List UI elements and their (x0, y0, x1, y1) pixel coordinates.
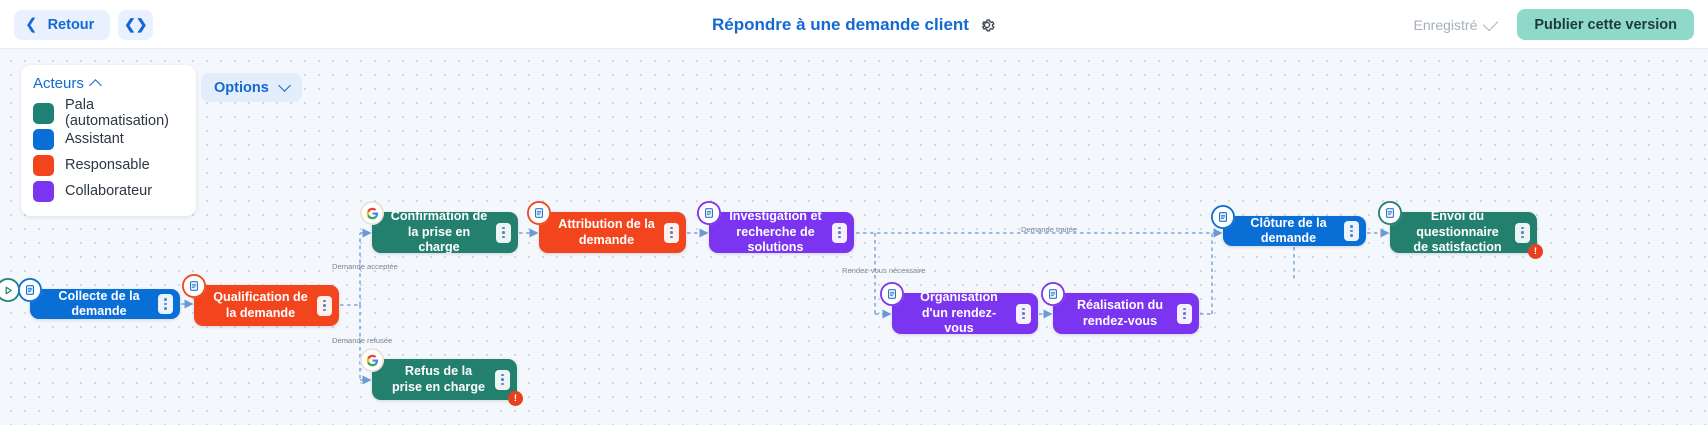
node-menu-button[interactable] (495, 369, 510, 390)
node-collecte-de-la-demande[interactable]: Collecte de la demande (0, 278, 180, 319)
actors-legend-header[interactable]: Acteurs (33, 75, 184, 92)
back-button[interactable]: ❮ Retour (14, 9, 111, 40)
chevron-up-icon[interactable] (88, 79, 102, 92)
document-icon[interactable] (697, 201, 721, 225)
publish-button[interactable]: Publier cette version (1517, 9, 1694, 40)
options-button[interactable]: Options (201, 73, 302, 102)
warning-icon[interactable]: ! (1528, 244, 1543, 259)
node-label: Envoi du questionnaire de satisfaction (1413, 209, 1502, 255)
node-realisation-du-rendez-vous[interactable]: Réalisation du rendez-vous (1041, 282, 1199, 334)
node-investigation-et-recherche-de-solutions[interactable]: Investigation et recherche de solutions (697, 201, 854, 255)
node-label: Refus de la prise en charge (391, 364, 486, 394)
google-icon[interactable] (360, 201, 384, 225)
document-icon[interactable] (182, 274, 206, 298)
save-status-label: Enregistré (1413, 16, 1478, 33)
node-label: Clôture de la demande (1250, 215, 1327, 245)
code-view-button[interactable]: ❮❯ (118, 9, 154, 40)
legend-item-pala[interactable]: Pala (automatisation) (33, 97, 184, 129)
node-label: Attribution de la demande (558, 217, 655, 247)
node-label: Collecte de la demande (58, 288, 140, 318)
edge-label-demande-traitee: Demande traitée (1021, 225, 1078, 234)
legend-item-label: Collaborateur (65, 183, 153, 199)
node-attribution-de-la-demande[interactable]: Attribution de la demande (527, 201, 686, 253)
legend-item-label: Assistant (65, 131, 124, 147)
chevron-down-icon (277, 79, 291, 92)
node-menu-button[interactable] (496, 222, 511, 243)
header-right-group: Enregistré Publier cette version (1414, 0, 1694, 49)
legend-item-label: Responsable (65, 157, 150, 173)
legend-item-label: Pala (automatisation) (65, 97, 169, 129)
gear-icon[interactable] (978, 16, 996, 34)
node-confirmation-de-la-prise-en-charge[interactable]: Confirmation de la prise en charge (360, 201, 518, 255)
node-envoi-du-questionnaire-de-satisfaction[interactable]: Envoi du questionnaire de satisfaction ! (1378, 201, 1543, 259)
edge-label-rendez-vous-necessaire: Rendez-vous nécessaire (842, 266, 926, 275)
node-menu-button[interactable] (664, 222, 679, 243)
node-menu-button[interactable] (1177, 303, 1192, 324)
edge-label-demande-acceptee: Demande acceptée (332, 262, 398, 271)
document-icon[interactable] (527, 201, 551, 225)
node-menu-button[interactable] (1515, 222, 1530, 243)
header-left-group: ❮ Retour ❮❯ (14, 0, 154, 49)
node-menu-button[interactable] (317, 295, 332, 316)
node-menu-button[interactable] (832, 222, 847, 243)
legend-item-responsable[interactable]: Responsable (33, 152, 184, 178)
document-icon[interactable] (18, 278, 42, 302)
node-label: Qualification de la demande (213, 290, 308, 320)
node-label: Organisation d'un rendez-vous (920, 290, 998, 336)
chevron-left-icon: ❮ (25, 16, 38, 33)
node-menu-button[interactable] (158, 294, 173, 314)
color-swatch (33, 102, 54, 124)
diagram-canvas[interactable]: Acteurs Pala (automatisation) Assistant … (0, 49, 1708, 425)
save-status: Enregistré (1413, 15, 1499, 33)
header-center-group: Répondre à une demande client (0, 0, 1708, 49)
actors-legend: Acteurs Pala (automatisation) Assistant … (21, 65, 196, 216)
document-icon[interactable] (1211, 205, 1235, 229)
app-header: ❮ Retour ❮❯ Répondre à une demande clien… (0, 0, 1708, 49)
node-label: Réalisation du rendez-vous (1076, 298, 1164, 328)
node-refus-de-la-prise-en-charge[interactable]: Refus de la prise en charge ! (360, 348, 523, 406)
back-button-label: Retour (47, 16, 95, 33)
document-icon[interactable] (1041, 282, 1065, 306)
warning-icon[interactable]: ! (508, 391, 523, 406)
page-title: Répondre à une demande client (712, 14, 969, 34)
legend-item-assistant[interactable]: Assistant (33, 126, 184, 152)
actors-legend-title: Acteurs (33, 75, 84, 92)
node-label: Investigation et recherche de solutions (729, 209, 822, 255)
color-swatch (33, 128, 54, 150)
color-swatch (33, 154, 54, 176)
code-brackets-icon: ❮❯ (124, 16, 148, 32)
node-menu-button[interactable] (1016, 303, 1031, 324)
google-icon[interactable] (360, 348, 384, 372)
node-cloture-de-la-demande[interactable]: Clôture de la demande (1211, 205, 1366, 246)
edge-label-demande-refusee: Demande refusée (332, 336, 393, 345)
node-organisation-d-un-rendez-vous[interactable]: Organisation d'un rendez-vous (880, 282, 1038, 336)
node-menu-button[interactable] (1344, 221, 1359, 241)
document-icon[interactable] (880, 282, 904, 306)
document-icon[interactable] (1378, 201, 1402, 225)
play-icon[interactable] (0, 278, 20, 302)
color-swatch (33, 180, 54, 202)
options-button-label: Options (214, 79, 269, 96)
legend-item-collaborateur[interactable]: Collaborateur (33, 178, 184, 204)
check-icon (1483, 15, 1499, 31)
node-label: Confirmation de la prise en charge (390, 209, 488, 255)
node-qualification-de-la-demande[interactable]: Qualification de la demande (182, 274, 339, 326)
